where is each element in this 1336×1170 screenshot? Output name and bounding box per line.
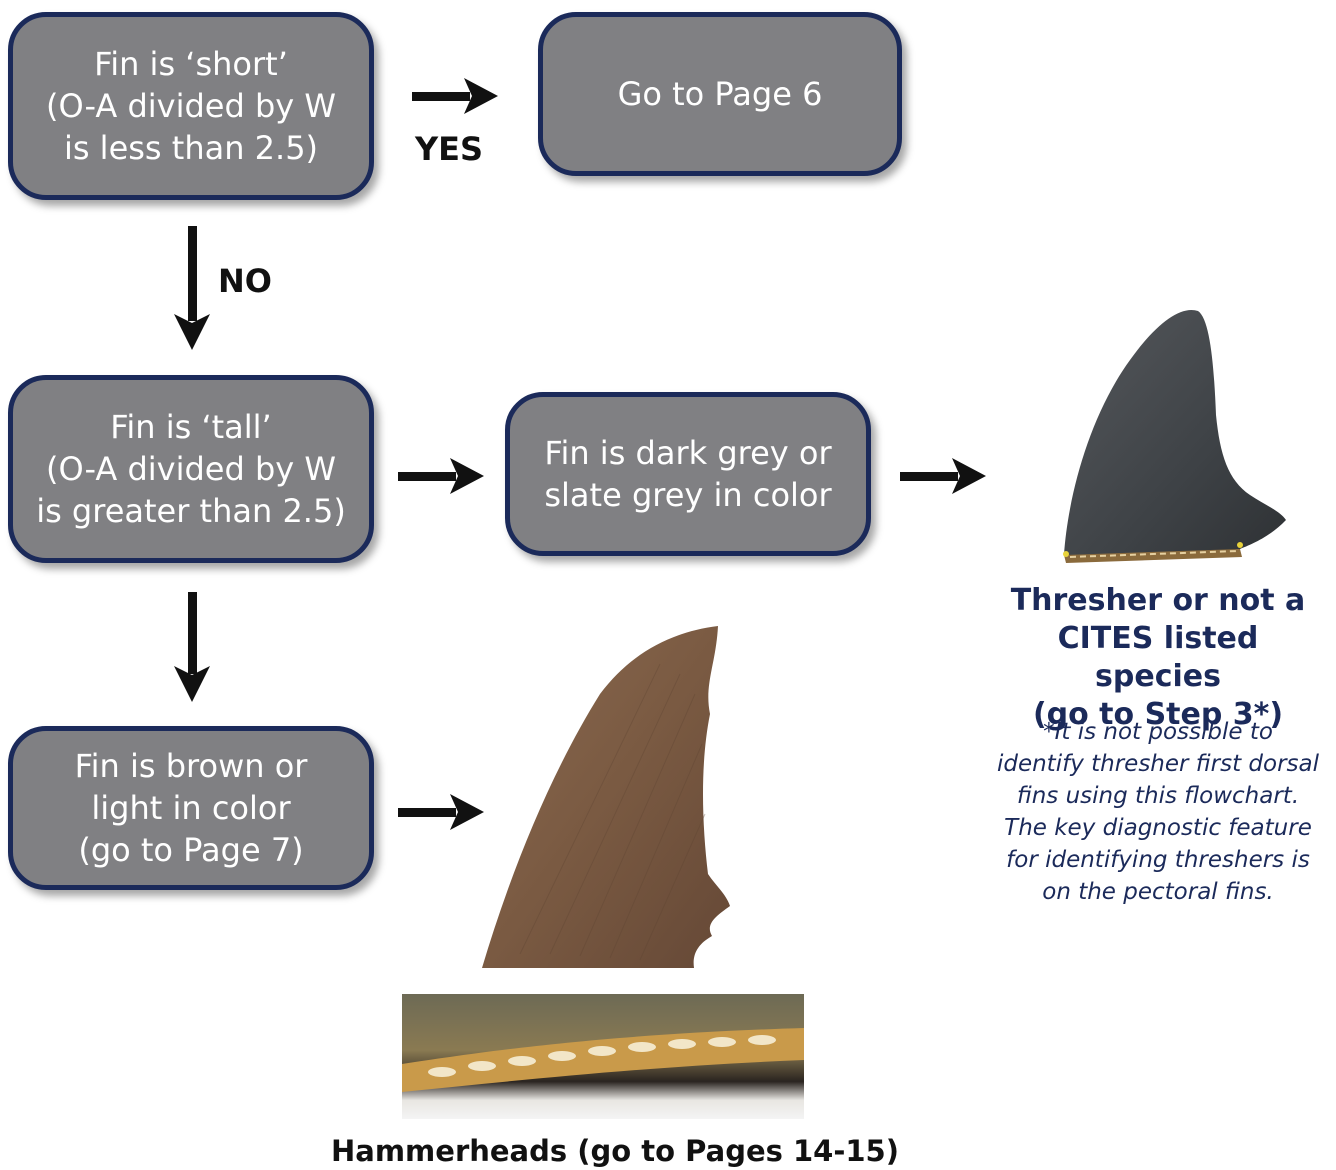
box-go-page-6-text: Go to Page 6	[617, 75, 823, 113]
arrow-down-no	[174, 226, 210, 350]
box-fin-tall: Fin is ‘tall’ (O-A divided by W is great…	[8, 375, 374, 563]
brown-fin-image	[482, 626, 730, 968]
box-fin-short: Fin is ‘short’ (O-A divided by W is less…	[8, 12, 374, 200]
label-no: NO	[218, 262, 272, 300]
result-hammerheads: Hammerheads (go to Pages 14-15)	[331, 1134, 899, 1168]
box-fin-brown-text: Fin is brown or light in color (go to Pa…	[74, 747, 308, 869]
box-fin-tall-text: Fin is ‘tall’ (O-A divided by W is great…	[36, 408, 346, 530]
box-go-page-6: Go to Page 6	[538, 12, 902, 176]
hammerhead-cartilage-image	[402, 994, 804, 1119]
arrow-right-tall	[398, 458, 484, 494]
box-fin-short-text: Fin is ‘short’ (O-A divided by W is less…	[45, 45, 337, 167]
label-yes: YES	[415, 130, 484, 168]
arrow-right-yes	[412, 78, 498, 114]
box-fin-dark-grey: Fin is dark grey or slate grey in color	[505, 392, 871, 556]
arrow-right-dark	[900, 458, 986, 494]
box-fin-brown: Fin is brown or light in color (go to Pa…	[8, 726, 374, 890]
arrow-right-brown	[398, 794, 484, 830]
box-fin-dark-grey-text: Fin is dark grey or slate grey in color	[544, 434, 832, 514]
arrow-down-tall	[174, 592, 210, 702]
dark-grey-fin-image	[1063, 309, 1286, 563]
result-thresher: Thresher or not a CITES listed species (…	[1010, 583, 1306, 732]
thresher-footnote: *It is not possible to identify thresher…	[996, 719, 1320, 905]
